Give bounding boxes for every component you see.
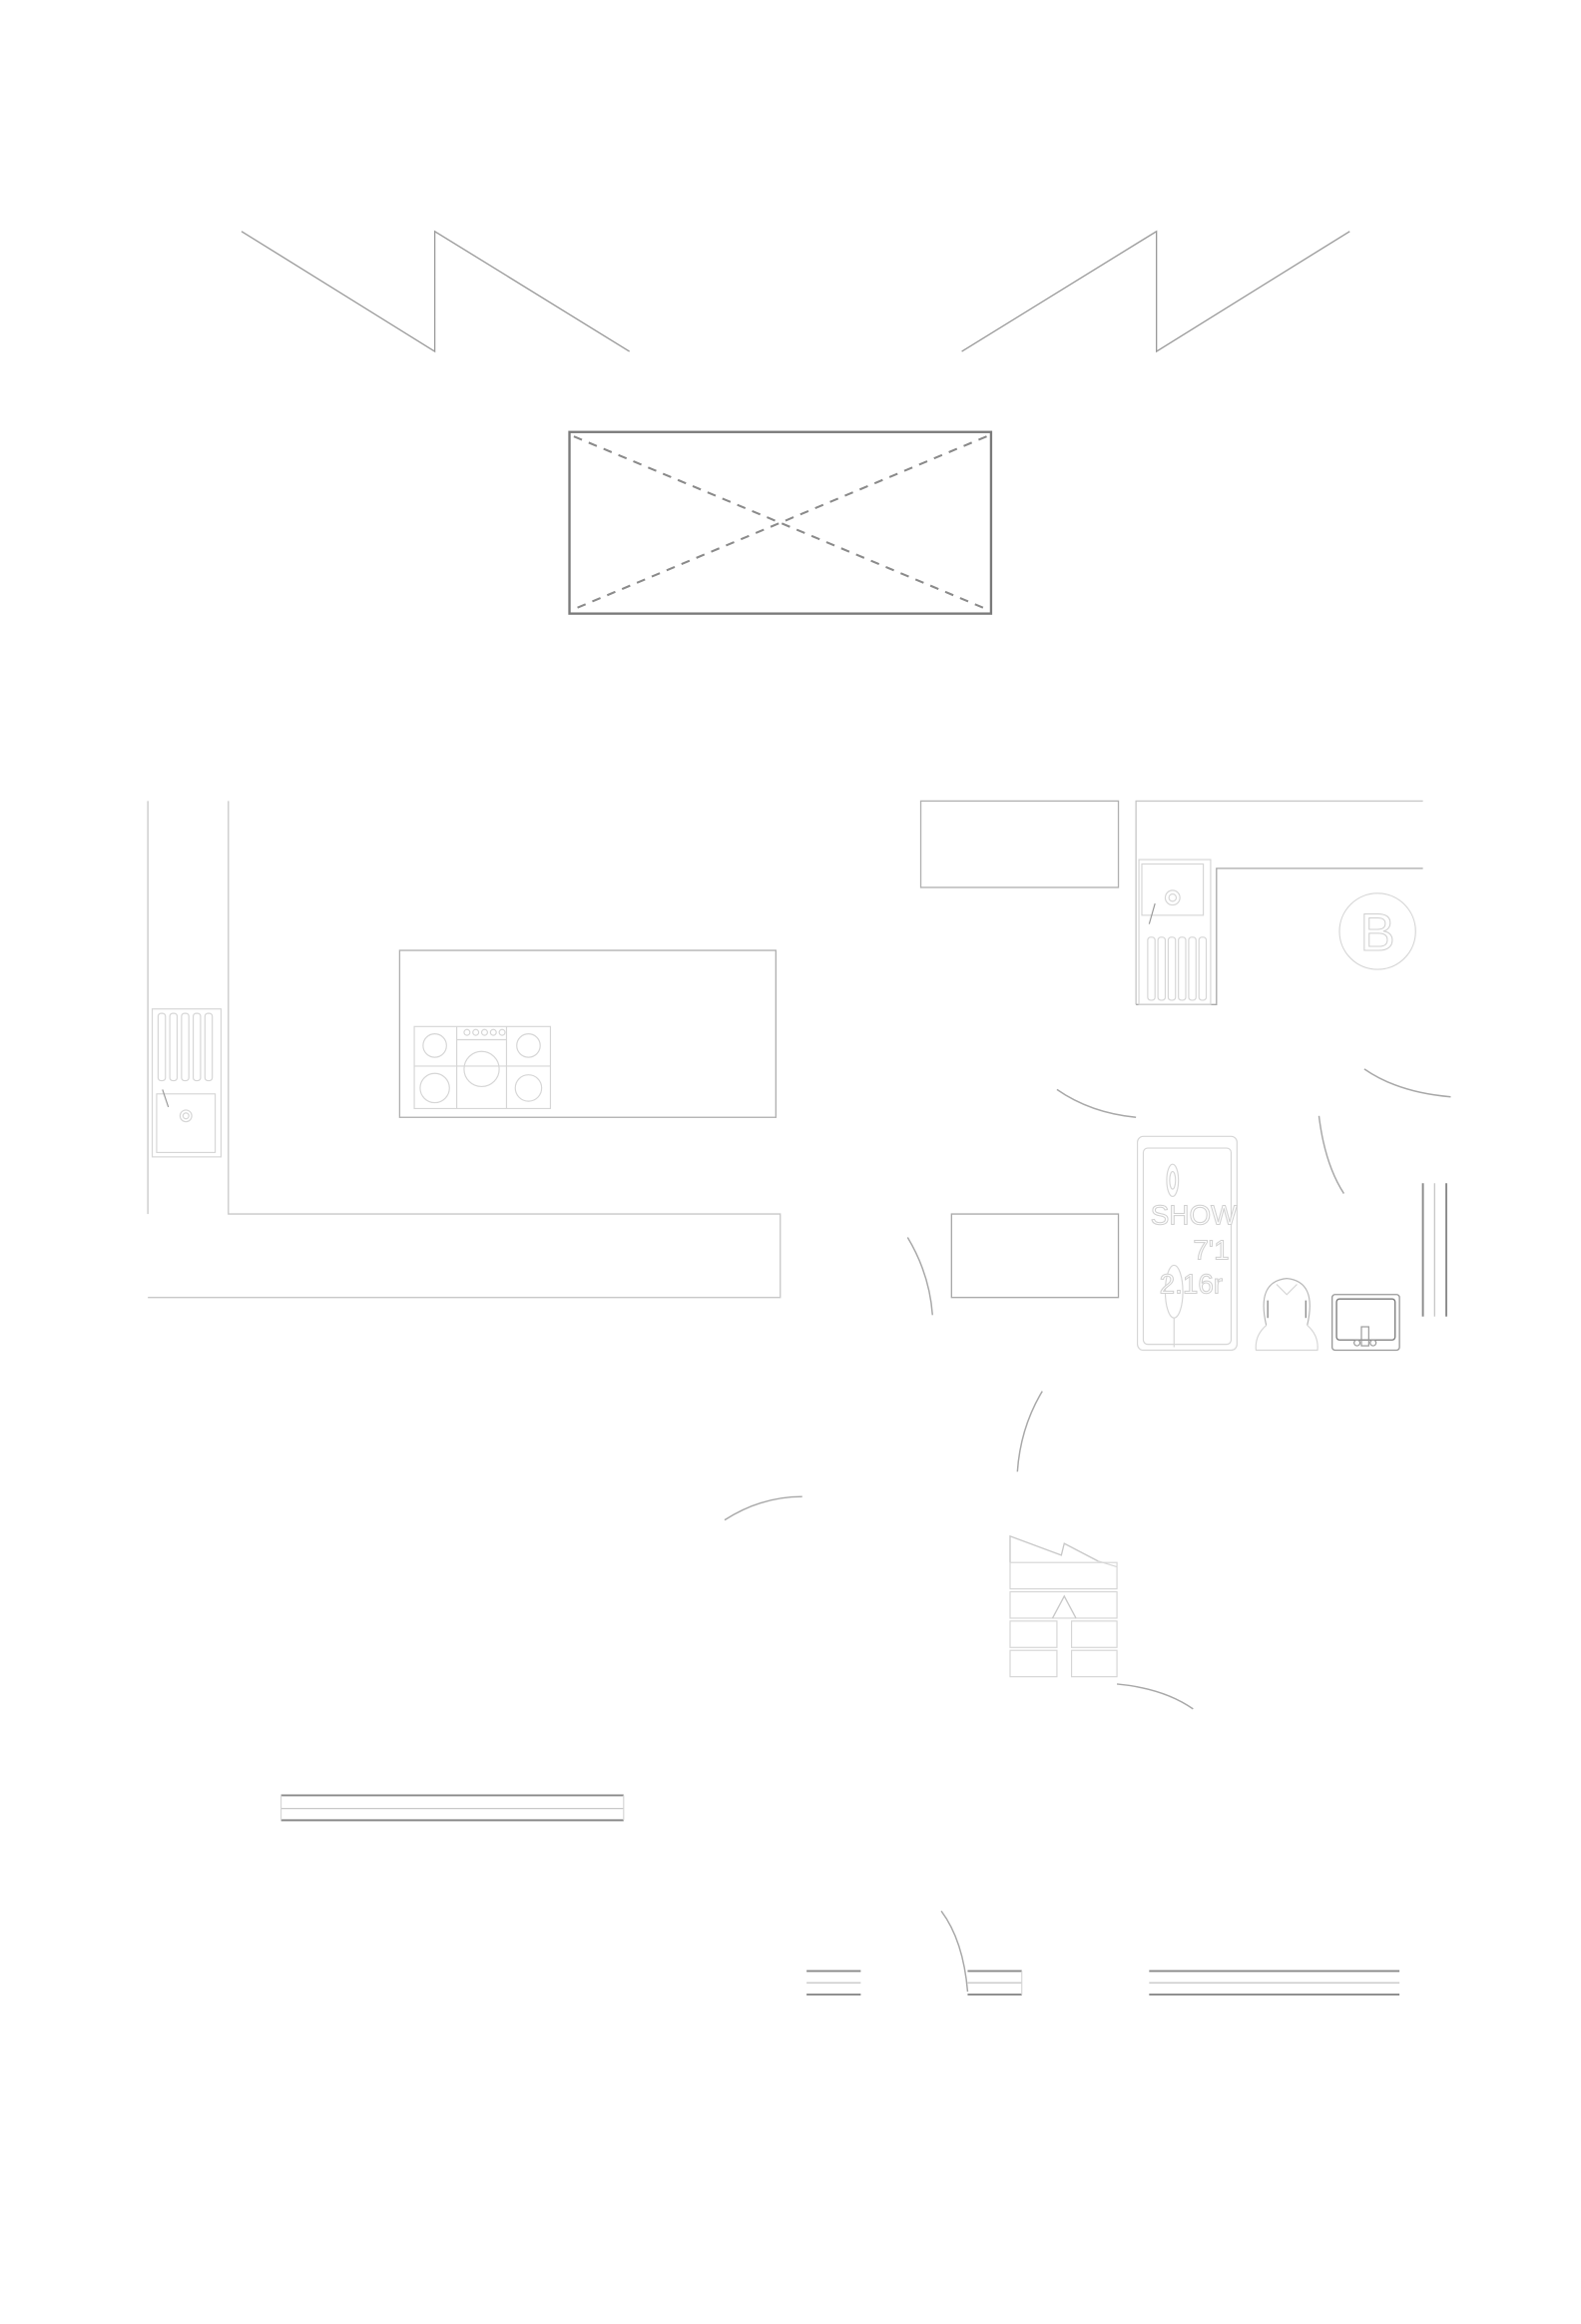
gas-hob [413,1025,552,1110]
door-swing [1363,1068,1451,1098]
break-line-right [961,230,1350,353]
toilet [1255,1278,1318,1352]
shower-dimension-imperial: 7'1 [1193,1235,1229,1266]
door-swing [1056,1088,1137,1118]
shower-dimension-metric: 2.16r [1160,1268,1223,1299]
door-swing [940,1910,969,1993]
door-swing [1016,1391,1043,1472]
kitchen-sink [151,1008,223,1158]
boiler-label: B [1360,903,1395,962]
window-bottom-small-left [806,1970,861,1996]
window-vertical [1421,1183,1448,1317]
door-swing [724,1495,802,1521]
kitchen-counter [147,801,782,1299]
window-bottom-small-right [967,1970,1023,1996]
shower-label: SHOW [1151,1199,1238,1230]
skylight [568,430,993,615]
kitchen-island [398,949,777,1118]
window-left [280,1794,625,1822]
staircase [1009,1534,1118,1678]
boiler: B [1338,892,1416,970]
wash-basin [1331,1294,1400,1352]
door-swing [906,1237,933,1316]
utility-cabinet [919,800,1120,888]
door-swing [1116,1683,1194,1710]
stair-up-arrow-icon [1051,1594,1077,1619]
break-line-left [241,230,631,353]
window-bottom-wide [1149,1970,1400,1996]
cabinet [950,1213,1120,1299]
shower: SHOW 7'1 2.16r [1137,1135,1239,1352]
door-swing [1318,1115,1345,1194]
utility-sink [1138,859,1212,1005]
